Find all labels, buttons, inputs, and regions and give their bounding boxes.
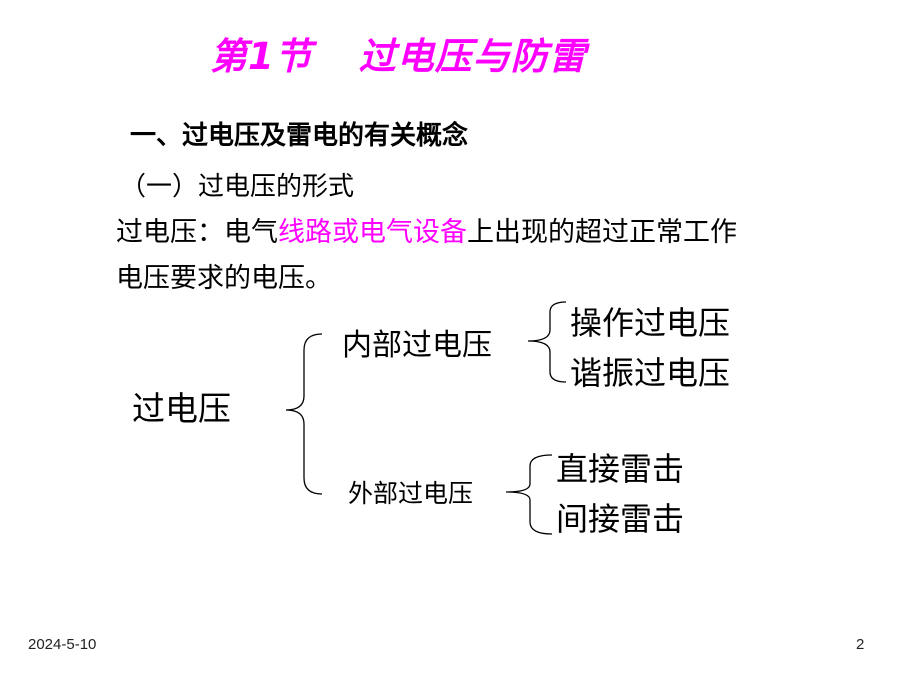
direct-lightning-label: 直接雷击 (556, 450, 685, 488)
resonant-overvoltage-label: 谐振过电压 (570, 354, 731, 392)
main-brace (285, 333, 323, 495)
slide-title: 第1节 过电压与防雷 (210, 26, 587, 80)
diagram-root-label: 过电压 (132, 389, 231, 428)
footer-date: 2024-5-10 (28, 636, 97, 653)
definition-line-2: 电压要求的电压。 (116, 263, 332, 294)
internal-brace (527, 301, 567, 383)
definition-prefix: 过电压：电气 (116, 217, 278, 248)
footer-page-number: 2 (856, 636, 865, 653)
operating-overvoltage-label: 操作过电压 (570, 304, 731, 342)
definition-suffix: 上出现的超过正常工作 (467, 217, 737, 248)
indirect-lightning-label: 间接雷击 (556, 500, 685, 538)
section-number: 第1节 (210, 35, 313, 78)
definition-highlight: 线路或电气设备 (278, 217, 467, 248)
internal-overvoltage-label: 内部过电压 (342, 328, 492, 363)
section-title: 过电压与防雷 (358, 35, 587, 78)
external-brace (505, 454, 553, 535)
definition-line-1: 过电压：电气线路或电气设备上出现的超过正常工作 (116, 210, 737, 249)
heading-level-2: （一）过电压的形式 (120, 172, 355, 202)
external-overvoltage-label: 外部过电压 (348, 479, 474, 508)
heading-level-1: 一、过电压及雷电的有关概念 (130, 121, 469, 151)
